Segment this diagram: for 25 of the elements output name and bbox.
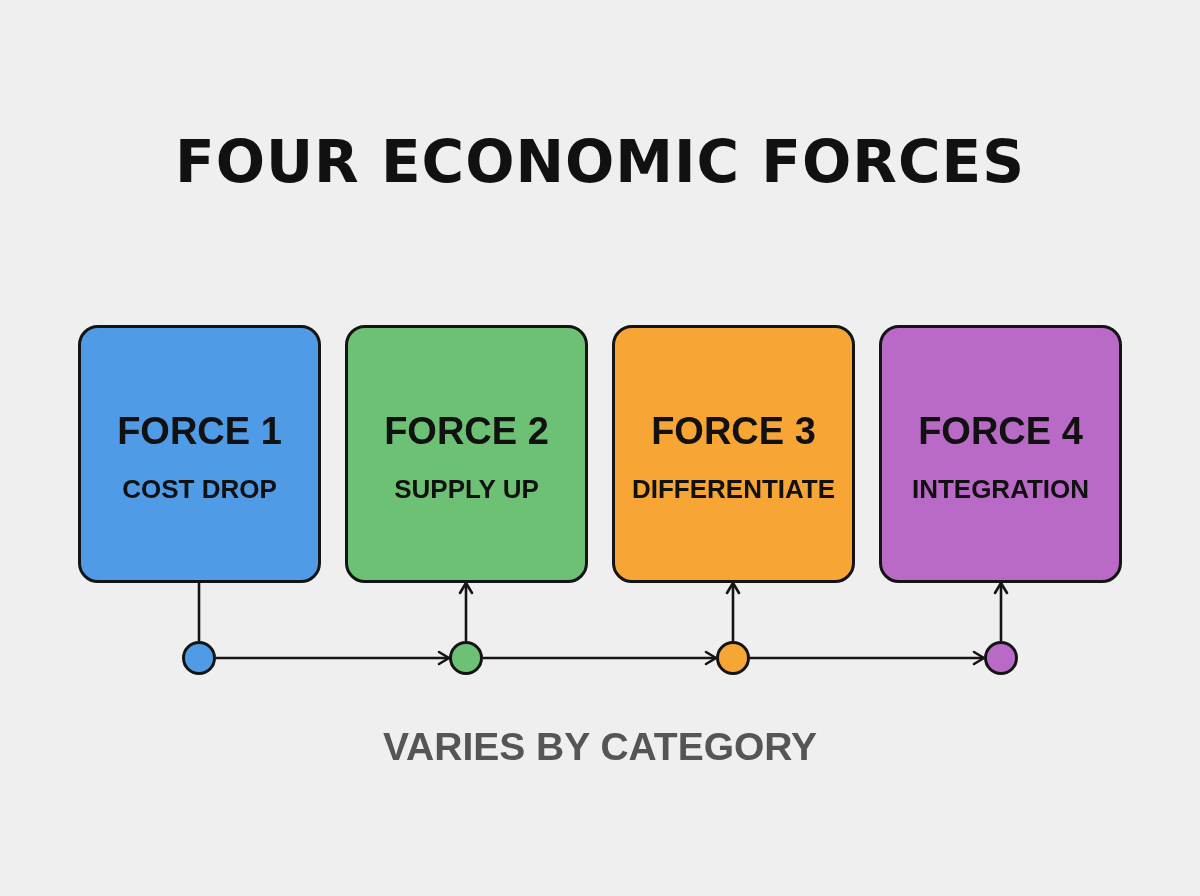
force-subtitle: DIFFERENTIATE bbox=[631, 474, 836, 504]
force-heading: FORCE 2 bbox=[384, 410, 549, 453]
connector-line bbox=[197, 583, 201, 641]
timeline-dot bbox=[716, 641, 750, 675]
force-subtitle: INTEGRATION bbox=[911, 474, 1090, 504]
force-card bbox=[879, 325, 1122, 583]
arrow bbox=[750, 650, 986, 666]
force-subtitle: COST DROP bbox=[122, 474, 277, 504]
arrow bbox=[993, 581, 1009, 641]
timeline-dot bbox=[984, 641, 1018, 675]
force-card bbox=[345, 325, 588, 583]
arrow bbox=[725, 581, 741, 641]
force-heading: FORCE 1 bbox=[117, 410, 282, 453]
force-subtitle: SUPPLY UP bbox=[394, 474, 539, 504]
force-heading: FORCE 4 bbox=[918, 410, 1083, 453]
arrow bbox=[216, 650, 451, 666]
arrow bbox=[458, 581, 474, 641]
force-card bbox=[612, 325, 855, 583]
timeline-dot bbox=[449, 641, 483, 675]
category-note: VARIES BY CATEGORY bbox=[382, 724, 818, 770]
diagram-title: FOUR ECONOMIC FORCES bbox=[175, 128, 1025, 198]
arrow bbox=[483, 650, 718, 666]
force-heading: FORCE 3 bbox=[651, 410, 816, 453]
force-card bbox=[78, 325, 321, 583]
timeline-dot bbox=[182, 641, 216, 675]
